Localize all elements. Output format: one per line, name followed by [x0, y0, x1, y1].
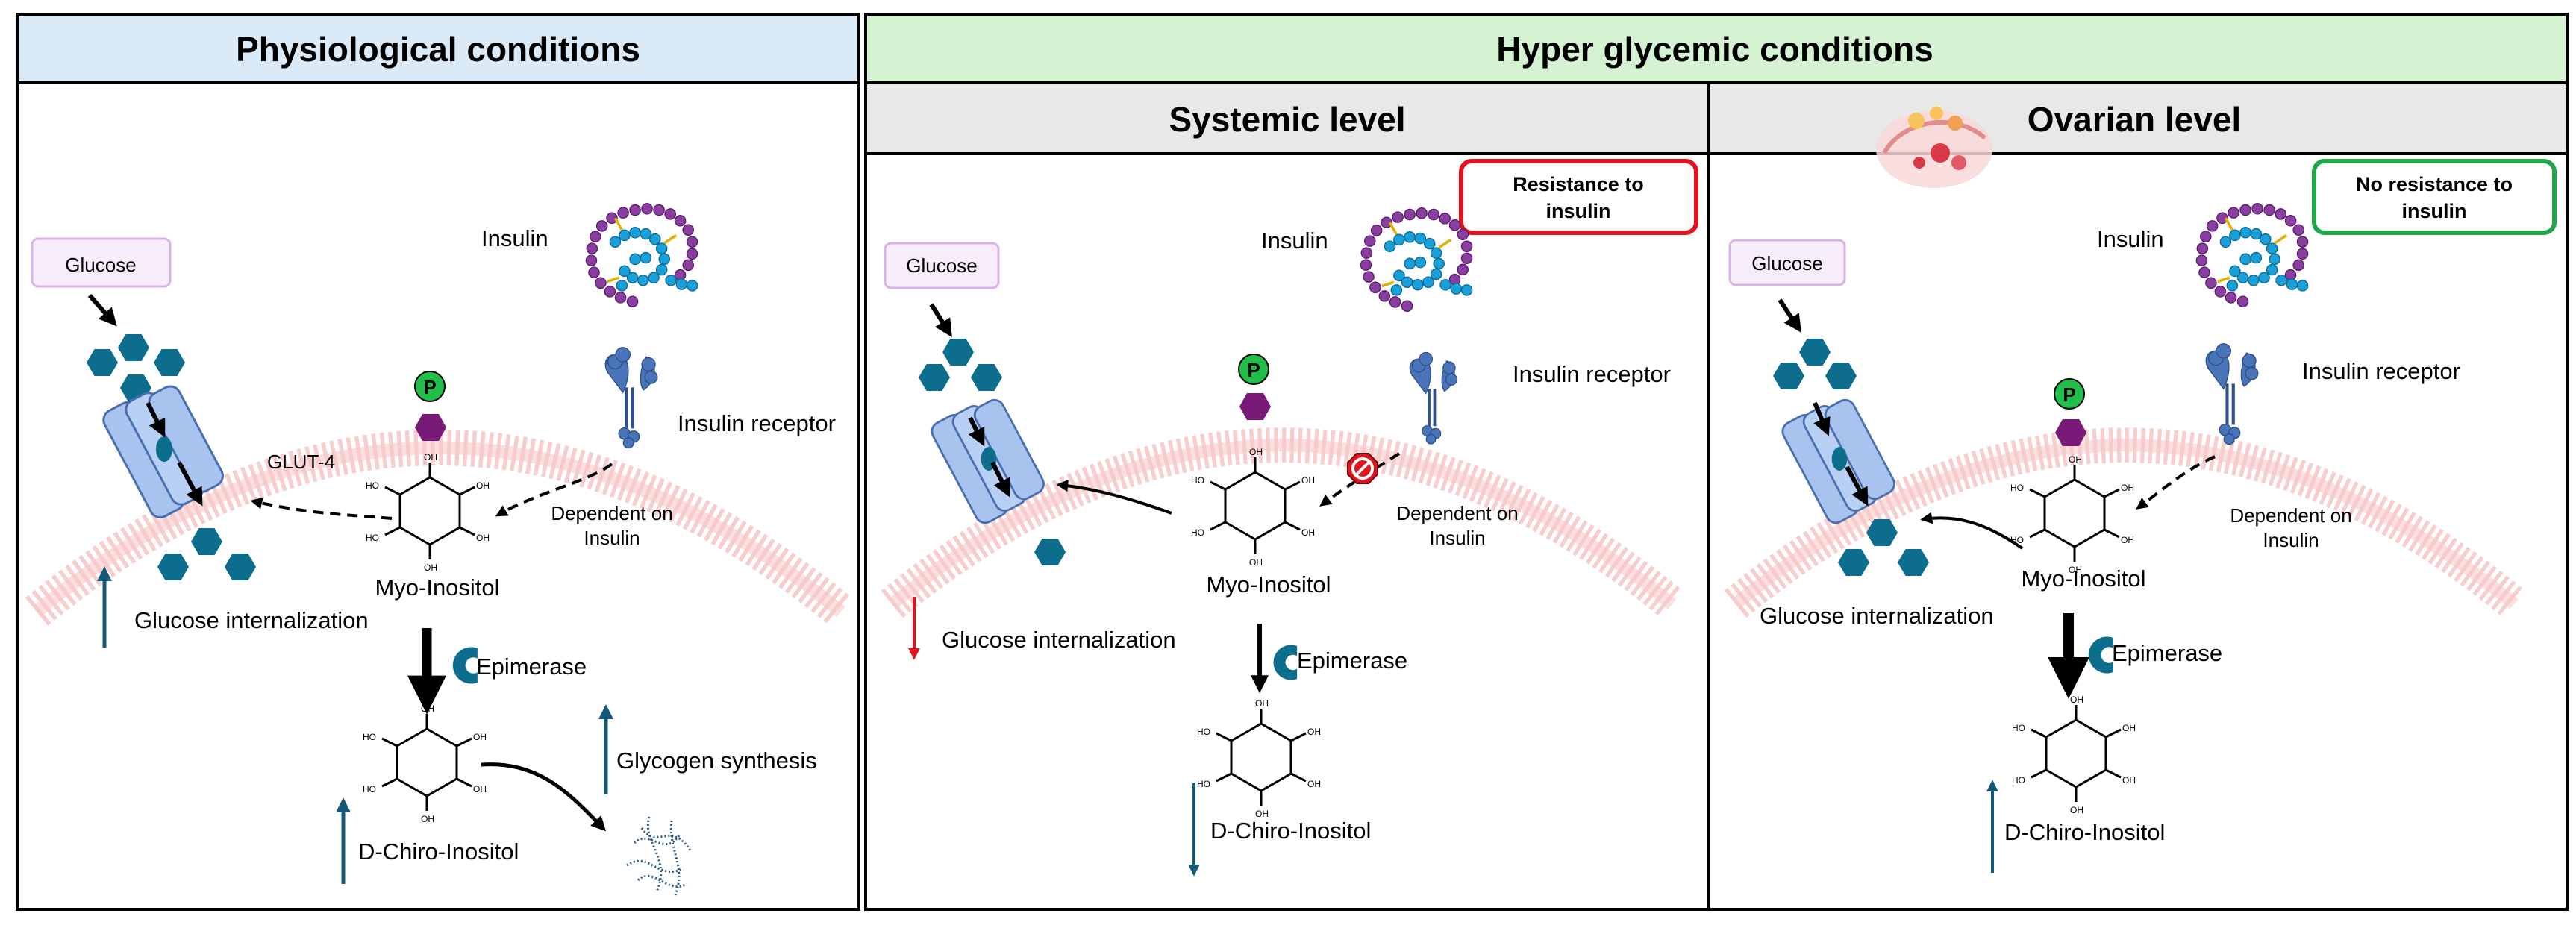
systemic-header: [864, 81, 1710, 155]
dependent-label-2: Insulin: [2263, 529, 2319, 551]
glucose-internalization-label: Glucose internalization: [134, 607, 369, 633]
glut4-arrow-2: [177, 461, 203, 507]
dependent-label-1: Dependent on: [2230, 504, 2351, 527]
phosphate-label: P: [1247, 359, 1260, 381]
myo-inositol-label: Myo-Inositol: [375, 574, 499, 601]
no-resistance-box: [2312, 159, 2557, 235]
insulin-label: Insulin: [2097, 226, 2164, 252]
systemic-title: Systemic level: [1169, 100, 1405, 139]
myo-to-glut4-arrow: [1056, 480, 1172, 515]
glucose-arrow: [929, 303, 952, 338]
physiological-header: [16, 13, 860, 84]
glycogen-synthesis-label: Glycogen synthesis: [616, 747, 817, 774]
glucose-label-box: [1728, 239, 1846, 286]
ovary-icon: [1876, 107, 1992, 188]
glycogen-icon: [626, 816, 692, 896]
d-chiro-inositol-label: D-Chiro-Inositol: [1210, 818, 1371, 844]
insulin-label: Insulin: [1261, 228, 1328, 254]
dependent-label-2: Insulin: [1429, 527, 1485, 549]
phosphate-icon: [1238, 354, 1269, 385]
glut4-label: GLUT-4: [267, 451, 335, 473]
receptor-to-myo-arrow: [495, 463, 613, 517]
no-resistance-line-1: No resistance to: [2356, 173, 2513, 195]
glut4-arrow-1: [1813, 401, 1831, 436]
no-resistance-line-2: insulin: [2402, 200, 2467, 222]
stop-sign-icon: [1347, 453, 1378, 484]
glut4-arrow-1: [146, 401, 166, 438]
hyperglycemic-header: [864, 13, 2569, 84]
glucose-label: Glucose: [65, 254, 136, 276]
purple-hexagon-icon: [1239, 393, 1271, 420]
physiological-panel: Physiological conditions Glucose GLUT-4 …: [16, 13, 860, 911]
purple-hexagon-icon: [2055, 419, 2086, 446]
resistance-line-2: insulin: [1546, 200, 1611, 222]
d-chiro-inositol-label: D-Chiro-Inositol: [2004, 819, 2165, 845]
epimerase-label: Epimerase: [1297, 648, 1407, 674]
dependent-label-1: Dependent on: [1396, 502, 1518, 524]
epimerase-label: Epimerase: [476, 653, 587, 680]
glucose-label-box: [31, 237, 172, 288]
insulin-receptor-label: Insulin receptor: [2302, 358, 2460, 384]
phosphate-icon: [414, 371, 446, 402]
glut4-arrow-2: [1845, 465, 1869, 507]
phosphate-label: P: [423, 376, 436, 398]
insulin-receptor-label: Insulin receptor: [678, 410, 836, 436]
systemic-panel: Systemic level Resistance to insulin Glu…: [864, 81, 1710, 911]
hyperglycemic-title: Hyper glycemic conditions: [1496, 30, 1933, 69]
myo-inositol-label: Myo-Inositol: [2021, 565, 2145, 592]
glut4-arrow-1: [968, 416, 985, 447]
resistance-box: [1459, 159, 1698, 235]
ovarian-header: [1707, 81, 2569, 155]
glucose-label-box: [884, 242, 1000, 289]
glucose-internalization-label: Glucose internalization: [1760, 603, 1994, 629]
glucose-label: Glucose: [1751, 252, 1822, 275]
insulin-receptor-label: Insulin receptor: [1513, 361, 1671, 387]
glucose-label: Glucose: [906, 254, 977, 277]
purple-hexagon-icon: [415, 414, 446, 441]
glucose-arrow: [1778, 298, 1801, 333]
resistance-line-1: Resistance to: [1513, 173, 1644, 195]
phosphate-label: P: [2063, 383, 2075, 406]
dci-to-glycogen-arrow: [481, 762, 607, 832]
glucose-internalization-label: Glucose internalization: [942, 627, 1176, 653]
dependent-label-2: Insulin: [584, 527, 640, 549]
dependent-label-1: Dependent on: [551, 502, 672, 524]
insulin-label: Insulin: [481, 225, 548, 251]
ovarian-panel: Ovarian level No resistance to insulin G…: [1707, 81, 2569, 911]
d-chiro-inositol-label: D-Chiro-Inositol: [358, 838, 519, 865]
ovarian-title: Ovarian level: [2028, 100, 2241, 139]
glucose-arrow: [87, 294, 117, 327]
physiological-title: Physiological conditions: [236, 30, 640, 69]
myo-inositol-label: Myo-Inositol: [1206, 571, 1331, 598]
phosphate-icon: [2054, 378, 2085, 410]
glut4-arrow-2: [990, 461, 1010, 498]
epimerase-label: Epimerase: [2112, 640, 2222, 666]
